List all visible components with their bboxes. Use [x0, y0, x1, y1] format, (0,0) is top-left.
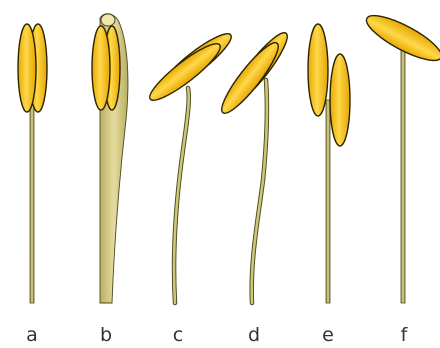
stamen-d: [215, 27, 294, 303]
label-c: c: [173, 324, 183, 346]
stamen-b: [92, 14, 128, 303]
label-d: d: [248, 324, 260, 346]
label-b: b: [100, 324, 112, 346]
anther-c-front: [144, 37, 226, 107]
anther-d-front: [215, 37, 285, 119]
filament-d: [252, 80, 267, 303]
connective-b: [101, 14, 115, 26]
filament-f: [401, 48, 405, 303]
label-a: a: [26, 324, 38, 346]
anther-b-front: [92, 26, 110, 110]
anther-e-upper: [308, 24, 328, 116]
filament-e: [326, 100, 330, 303]
anther-a-front: [18, 24, 36, 112]
stamen-f: [361, 8, 440, 303]
label-f: f: [401, 324, 409, 346]
label-e: e: [322, 324, 334, 346]
filament-a: [30, 95, 34, 303]
stamen-e: [308, 24, 350, 303]
stamen-c: [144, 27, 237, 303]
stamen-a: [18, 24, 47, 303]
anther-e-lower: [330, 54, 350, 146]
